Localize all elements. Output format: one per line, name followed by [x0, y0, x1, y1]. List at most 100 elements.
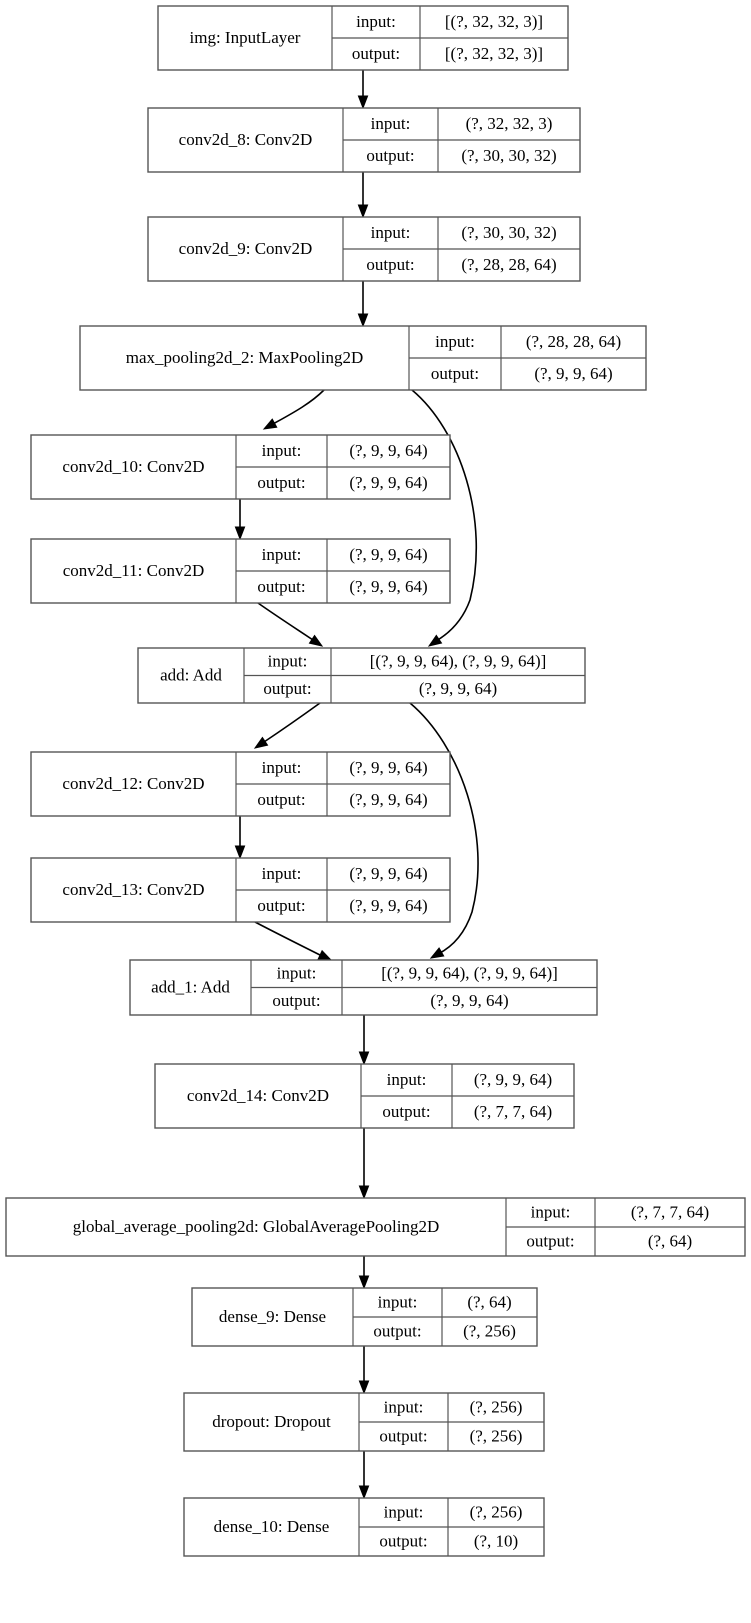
edge-global_average_pooling2d-to-dense_9	[358, 1256, 370, 1290]
edge-conv2d_12-to-conv2d_13	[234, 816, 246, 860]
edge-conv2d_11-to-add	[257, 602, 324, 647]
edge-line	[257, 602, 314, 641]
output-shape: (?, 9, 9, 64)	[419, 679, 497, 698]
output-shape: (?, 9, 9, 64)	[534, 364, 612, 383]
input-row-label: input:	[384, 1397, 424, 1416]
arrowhead	[317, 949, 333, 961]
layer-name: conv2d_12: Conv2D	[62, 774, 204, 793]
edge-conv2d_14-to-global_average_pooling2d	[358, 1128, 370, 1200]
edge-add-to-conv2d_12	[253, 702, 321, 749]
output-row-label: output:	[431, 364, 479, 383]
input-shape: (?, 28, 28, 64)	[526, 332, 621, 351]
output-row-label: output:	[526, 1231, 574, 1250]
output-shape: (?, 10)	[474, 1531, 518, 1550]
output-shape: (?, 256)	[470, 1426, 523, 1445]
output-row-label: output:	[379, 1531, 427, 1550]
input-shape: (?, 256)	[470, 1502, 523, 1521]
input-row-label: input:	[262, 758, 302, 777]
edge-add_1-to-conv2d_14	[358, 1015, 370, 1066]
arrowhead	[357, 313, 369, 328]
edge-line	[254, 921, 323, 957]
input-row-label: input:	[268, 652, 308, 671]
edge-line	[272, 389, 325, 425]
output-shape: (?, 9, 9, 64)	[349, 577, 427, 596]
layer-name: dense_10: Dense	[214, 1517, 330, 1536]
input-row-label: input:	[262, 545, 302, 564]
output-shape: (?, 28, 28, 64)	[461, 255, 556, 274]
layer-node-conv2d_10[interactable]: conv2d_10: Conv2D input: output: (?, 9, 9, …	[30, 434, 451, 500]
nodes-layer: img: InputLayer input: output: [(?, 32, 32,…	[5, 5, 746, 1557]
layer-node-conv2d_11[interactable]: conv2d_11: Conv2D input: output: (?, 9, 9, …	[30, 538, 451, 604]
output-shape: (?, 9, 9, 64)	[349, 790, 427, 809]
input-shape: [(?, 32, 32, 3)]	[445, 12, 543, 31]
input-shape: (?, 9, 9, 64)	[349, 864, 427, 883]
output-row-label: output:	[366, 255, 414, 274]
edge-add-to-add_1	[409, 702, 479, 959]
arrowhead	[427, 634, 443, 647]
input-row-label: input:	[371, 114, 411, 133]
arrowhead	[357, 95, 369, 110]
layer-node-conv2d_12[interactable]: conv2d_12: Conv2D input: output: (?, 9, 9, …	[30, 751, 451, 817]
output-row-label: output:	[263, 679, 311, 698]
input-shape: (?, 9, 9, 64)	[474, 1070, 552, 1089]
input-row-label: input:	[435, 332, 475, 351]
edge-max_pooling2d_2-to-add	[411, 389, 477, 647]
layer-name: dropout: Dropout	[212, 1412, 331, 1431]
layer-node-global_average_pooling2d[interactable]: global_average_pooling2d: GlobalAverageP…	[5, 1197, 746, 1257]
layer-name: conv2d_10: Conv2D	[62, 457, 204, 476]
layer-name: conv2d_14: Conv2D	[187, 1086, 329, 1105]
layer-node-dense_10[interactable]: dense_10: Dense input: output: (?, 256) (?, …	[183, 1497, 545, 1557]
arrowhead	[234, 526, 246, 541]
edge-conv2d_9-to-max_pooling2d_2	[357, 281, 369, 328]
output-row-label: output:	[257, 790, 305, 809]
layer-name: img: InputLayer	[190, 28, 301, 47]
edge-line	[409, 702, 479, 955]
input-shape: (?, 9, 9, 64)	[349, 545, 427, 564]
edge-conv2d_13-to-add_1	[254, 921, 333, 961]
input-shape: (?, 64)	[467, 1292, 511, 1311]
output-row-label: output:	[257, 473, 305, 492]
output-shape: (?, 9, 9, 64)	[349, 473, 427, 492]
layer-name: global_average_pooling2d: GlobalAverageP…	[73, 1217, 440, 1236]
input-shape: (?, 9, 9, 64)	[349, 758, 427, 777]
arrowhead	[358, 1485, 370, 1500]
input-shape: (?, 30, 30, 32)	[461, 223, 556, 242]
input-shape: [(?, 9, 9, 64), (?, 9, 9, 64)]	[370, 652, 547, 671]
edge-line	[263, 702, 321, 743]
output-row-label: output:	[257, 577, 305, 596]
output-shape: (?, 9, 9, 64)	[430, 991, 508, 1010]
input-row-label: input:	[262, 441, 302, 460]
edge-dropout-to-dense_10	[358, 1451, 370, 1500]
output-shape: (?, 9, 9, 64)	[349, 896, 427, 915]
input-shape: (?, 32, 32, 3)	[466, 114, 553, 133]
layer-name: dense_9: Dense	[219, 1307, 326, 1326]
layer-node-max_pooling2d_2[interactable]: max_pooling2d_2: MaxPooling2D input: outpu…	[79, 325, 647, 391]
output-shape: (?, 64)	[648, 1231, 692, 1250]
output-shape: (?, 7, 7, 64)	[474, 1102, 552, 1121]
edge-line	[411, 389, 477, 642]
input-row-label: input:	[384, 1502, 424, 1521]
input-shape: (?, 7, 7, 64)	[631, 1202, 709, 1221]
input-shape: [(?, 9, 9, 64), (?, 9, 9, 64)]	[381, 964, 558, 983]
arrowhead	[234, 845, 246, 860]
arrowhead	[308, 634, 324, 647]
edges-layer	[234, 70, 479, 1500]
input-row-label: input:	[356, 12, 396, 31]
layer-name: max_pooling2d_2: MaxPooling2D	[126, 348, 364, 367]
input-row-label: input:	[371, 223, 411, 242]
layer-name: conv2d_11: Conv2D	[63, 561, 205, 580]
arrowhead	[429, 947, 445, 959]
output-row-label: output:	[379, 1426, 427, 1445]
arrowhead	[262, 418, 278, 430]
edge-img-to-conv2d_8	[357, 70, 369, 110]
